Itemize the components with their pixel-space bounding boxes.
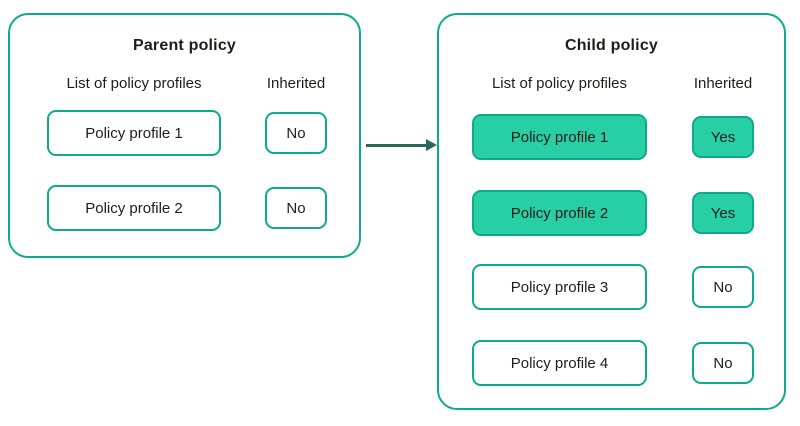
inherited-badge: No (692, 266, 754, 308)
parent-policy-panel: Parent policy List of policy profiles In… (8, 13, 361, 258)
child-panel-title: Child policy (564, 37, 659, 54)
child-column-headers: List of policy profiles Inherited (472, 75, 754, 92)
parent-column-headers: List of policy profiles Inherited (47, 75, 327, 92)
arrow-head (426, 139, 437, 151)
policy-profile-row: Policy profile 2 Yes (472, 190, 754, 236)
child-policy-panel: Child policy List of policy profiles Inh… (437, 13, 786, 410)
profiles-column-header: List of policy profiles (491, 75, 628, 92)
inherited-badge: Yes (692, 116, 754, 158)
profiles-column-header: List of policy profiles (66, 75, 202, 92)
inherited-badge: Yes (692, 192, 754, 234)
arrow-line (366, 144, 427, 147)
policy-profile-box: Policy profile 3 (472, 264, 647, 310)
policy-profile-row: Policy profile 4 No (472, 340, 754, 386)
inherited-badge: No (692, 342, 754, 384)
inheritance-arrow-icon (366, 139, 437, 151)
inherited-badge: No (265, 112, 327, 154)
policy-profile-row: Policy profile 3 No (472, 264, 754, 310)
policy-profile-box: Policy profile 4 (472, 340, 647, 386)
policy-profile-row: Policy profile 1 No (47, 110, 327, 156)
policy-profile-box: Policy profile 1 (47, 110, 221, 156)
inherited-column-header: Inherited (266, 75, 326, 92)
policy-profile-box-inherited: Policy profile 2 (472, 190, 647, 236)
inherited-badge: No (265, 187, 327, 229)
policy-profile-box-inherited: Policy profile 1 (472, 114, 647, 160)
policy-profile-row: Policy profile 2 No (47, 185, 327, 231)
policy-profile-row: Policy profile 1 Yes (472, 114, 754, 160)
policy-profile-box: Policy profile 2 (47, 185, 221, 231)
inherited-column-header: Inherited (693, 75, 753, 92)
parent-panel-title: Parent policy (132, 37, 237, 54)
